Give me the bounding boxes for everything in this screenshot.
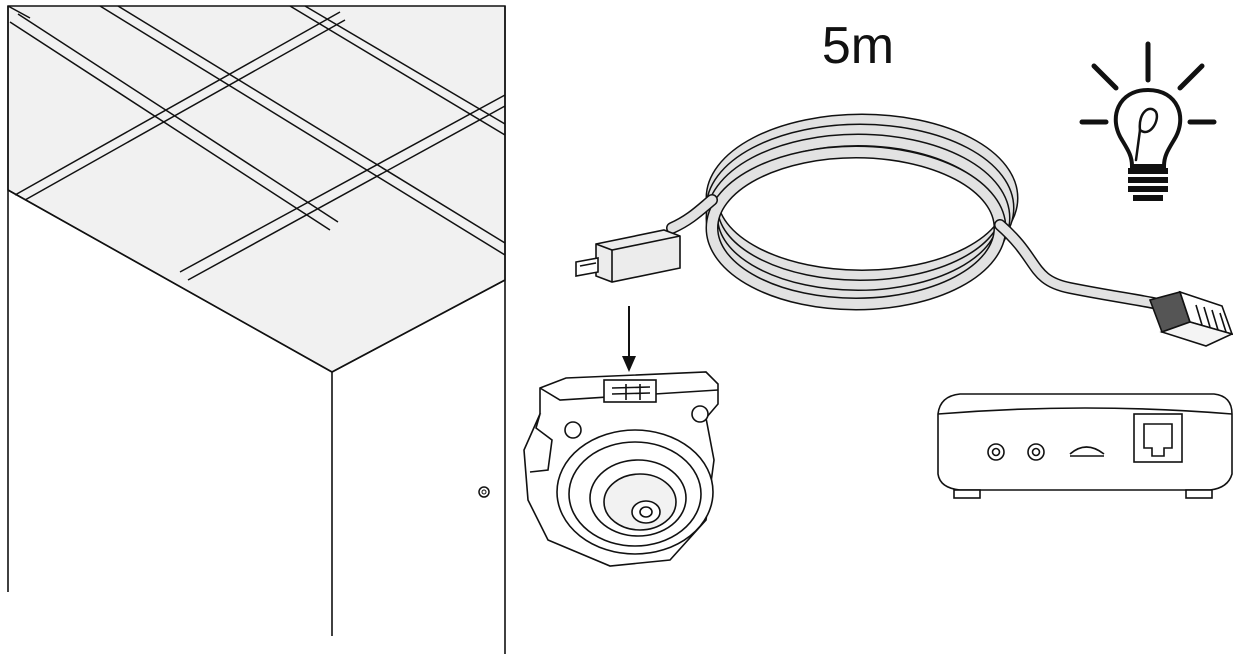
camera-connector-port	[603, 379, 657, 403]
cable-length-label: 5m	[821, 17, 895, 75]
lightbulb-icon	[1079, 41, 1217, 201]
arrow-down-icon	[622, 306, 636, 372]
cable-coil	[705, 113, 1019, 311]
ceiling-room-scene	[7, 5, 506, 654]
wall-screw	[478, 486, 490, 498]
ceiling-grid	[7, 5, 506, 281]
sd-card-slot	[1069, 446, 1105, 455]
micro-connector-plug	[575, 229, 681, 283]
rj45-plug	[1148, 290, 1233, 347]
ceiling-surface	[7, 5, 506, 373]
controller-box	[937, 393, 1233, 499]
dome-camera	[523, 371, 719, 567]
network-cable	[666, 113, 1164, 311]
